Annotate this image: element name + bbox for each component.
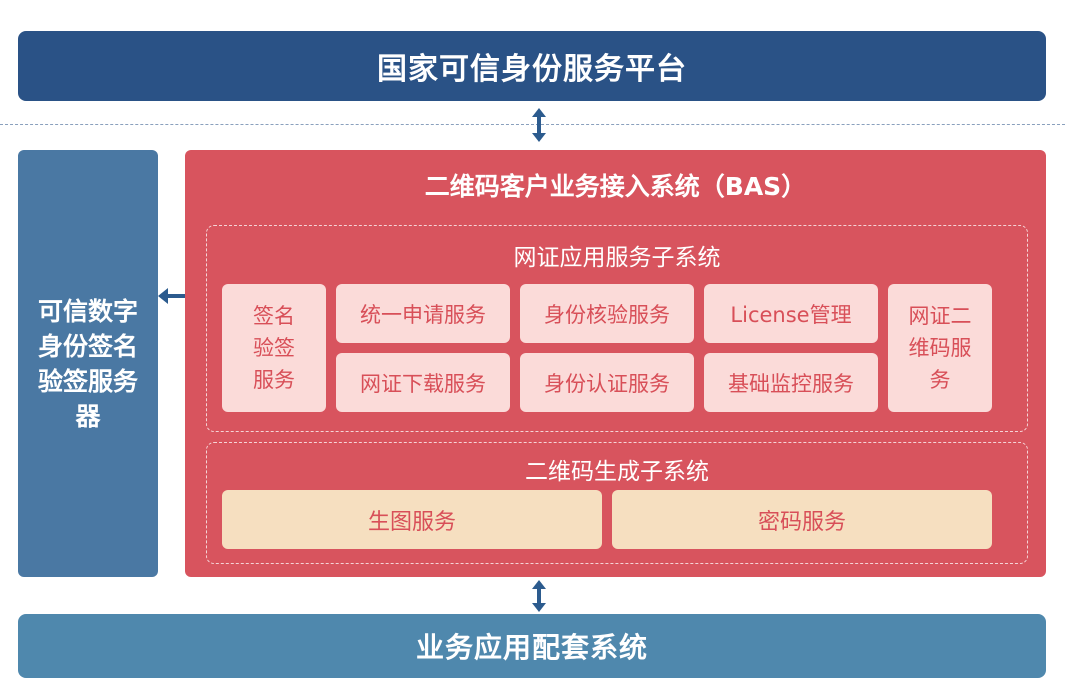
side-panel-label: 可信数字身份签名验签服务器 bbox=[37, 296, 138, 431]
netid-subsystem-box bbox=[206, 225, 1028, 432]
unified-application-service-box: 统一申请服务 bbox=[336, 284, 510, 343]
netid-download-service-box: 网证下载服务 bbox=[336, 353, 510, 412]
service-label: 生图服务 bbox=[367, 509, 456, 535]
netid-subsystem-title: 网证应用服务子系统 bbox=[513, 245, 721, 271]
bottom-bar-label: 业务应用配套系统 bbox=[415, 631, 648, 664]
identity-verification-service-box: 身份核验服务 bbox=[520, 284, 694, 343]
business-application-system-bar: 业务应用配套系统 bbox=[18, 614, 1046, 678]
top-bar-label: 国家可信身份服务平台 bbox=[377, 52, 687, 87]
identity-authentication-service-box: 身份认证服务 bbox=[520, 353, 694, 412]
service-label: 基础监控服务 bbox=[728, 371, 854, 396]
qr-service-label: 网证二维码服务 bbox=[908, 304, 972, 392]
cryptographic-service-box: 密码服务 bbox=[612, 490, 992, 549]
service-label: License管理 bbox=[730, 302, 852, 327]
service-label: 密码服务 bbox=[757, 509, 846, 535]
qr-generation-subsystem-box bbox=[206, 442, 1028, 564]
signature-verification-server-panel: 可信数字身份签名验签服务器 bbox=[18, 150, 158, 577]
netid-qrcode-service-box: 网证二维码服务 bbox=[888, 284, 992, 412]
license-management-box: License管理 bbox=[704, 284, 878, 343]
bas-title: 二维码客户业务接入系统（BAS） bbox=[424, 172, 807, 201]
basic-monitoring-service-box: 基础监控服务 bbox=[704, 353, 878, 412]
bottom-double-arrow-icon bbox=[532, 580, 546, 612]
sign-verify-service-box: 签名验签服务 bbox=[222, 284, 326, 412]
national-trusted-identity-platform-bar: 国家可信身份服务平台 bbox=[18, 31, 1046, 101]
service-label: 身份核验服务 bbox=[544, 302, 670, 327]
qr-generation-subsystem-title: 二维码生成子系统 bbox=[525, 459, 709, 485]
sign-verify-label: 签名验签服务 bbox=[253, 304, 295, 392]
image-generation-service-box: 生图服务 bbox=[222, 490, 602, 549]
dashed-divider bbox=[0, 124, 1065, 125]
top-double-arrow-icon bbox=[532, 108, 546, 142]
service-label: 网证下载服务 bbox=[360, 371, 486, 396]
service-label: 身份认证服务 bbox=[544, 371, 670, 396]
service-label: 统一申请服务 bbox=[360, 302, 486, 327]
